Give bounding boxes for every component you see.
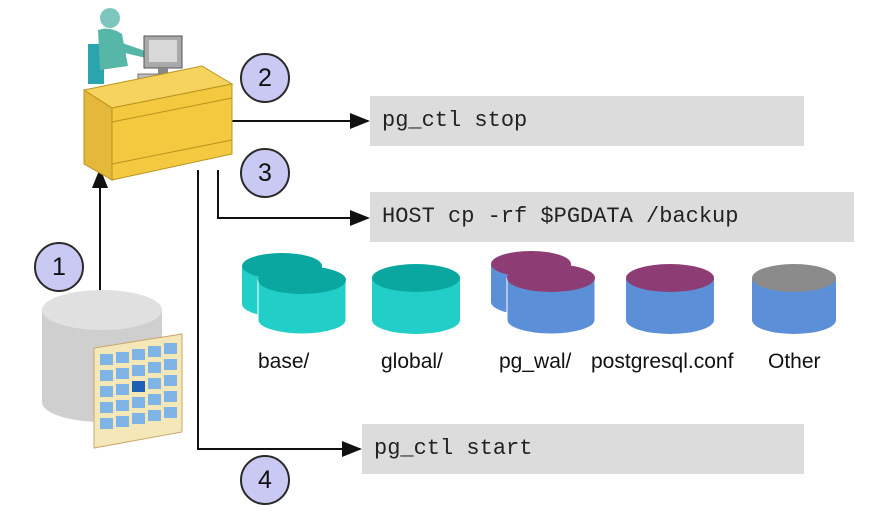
stop-command: pg_ctl stop <box>370 96 804 146</box>
arrow-start <box>197 170 362 457</box>
operator-workstation-icon <box>82 8 234 181</box>
step-2-marker: 2 <box>240 53 290 103</box>
copy-command: HOST cp -rf $PGDATA /backup <box>370 192 854 242</box>
global-folder-icon <box>372 264 460 334</box>
other-folder-icon <box>752 264 836 334</box>
postgresql-conf-label: postgresql.conf <box>591 350 734 373</box>
postgresql-conf-icon <box>626 264 714 334</box>
pg-wal-folder-label: pg_wal/ <box>499 350 572 373</box>
step-3-marker: 3 <box>240 148 290 198</box>
global-folder-label: global/ <box>381 350 443 373</box>
step-4-marker: 4 <box>240 455 290 505</box>
pg-wal-folder-icon <box>491 251 596 335</box>
arrow-copy <box>217 170 370 226</box>
start-command: pg_ctl start <box>362 424 804 474</box>
base-folder-icon <box>242 253 347 335</box>
other-folder-label: Other <box>768 350 821 373</box>
step-1-marker: 1 <box>34 242 84 292</box>
base-folder-label: base/ <box>258 350 310 373</box>
database-server-icon <box>42 290 183 449</box>
